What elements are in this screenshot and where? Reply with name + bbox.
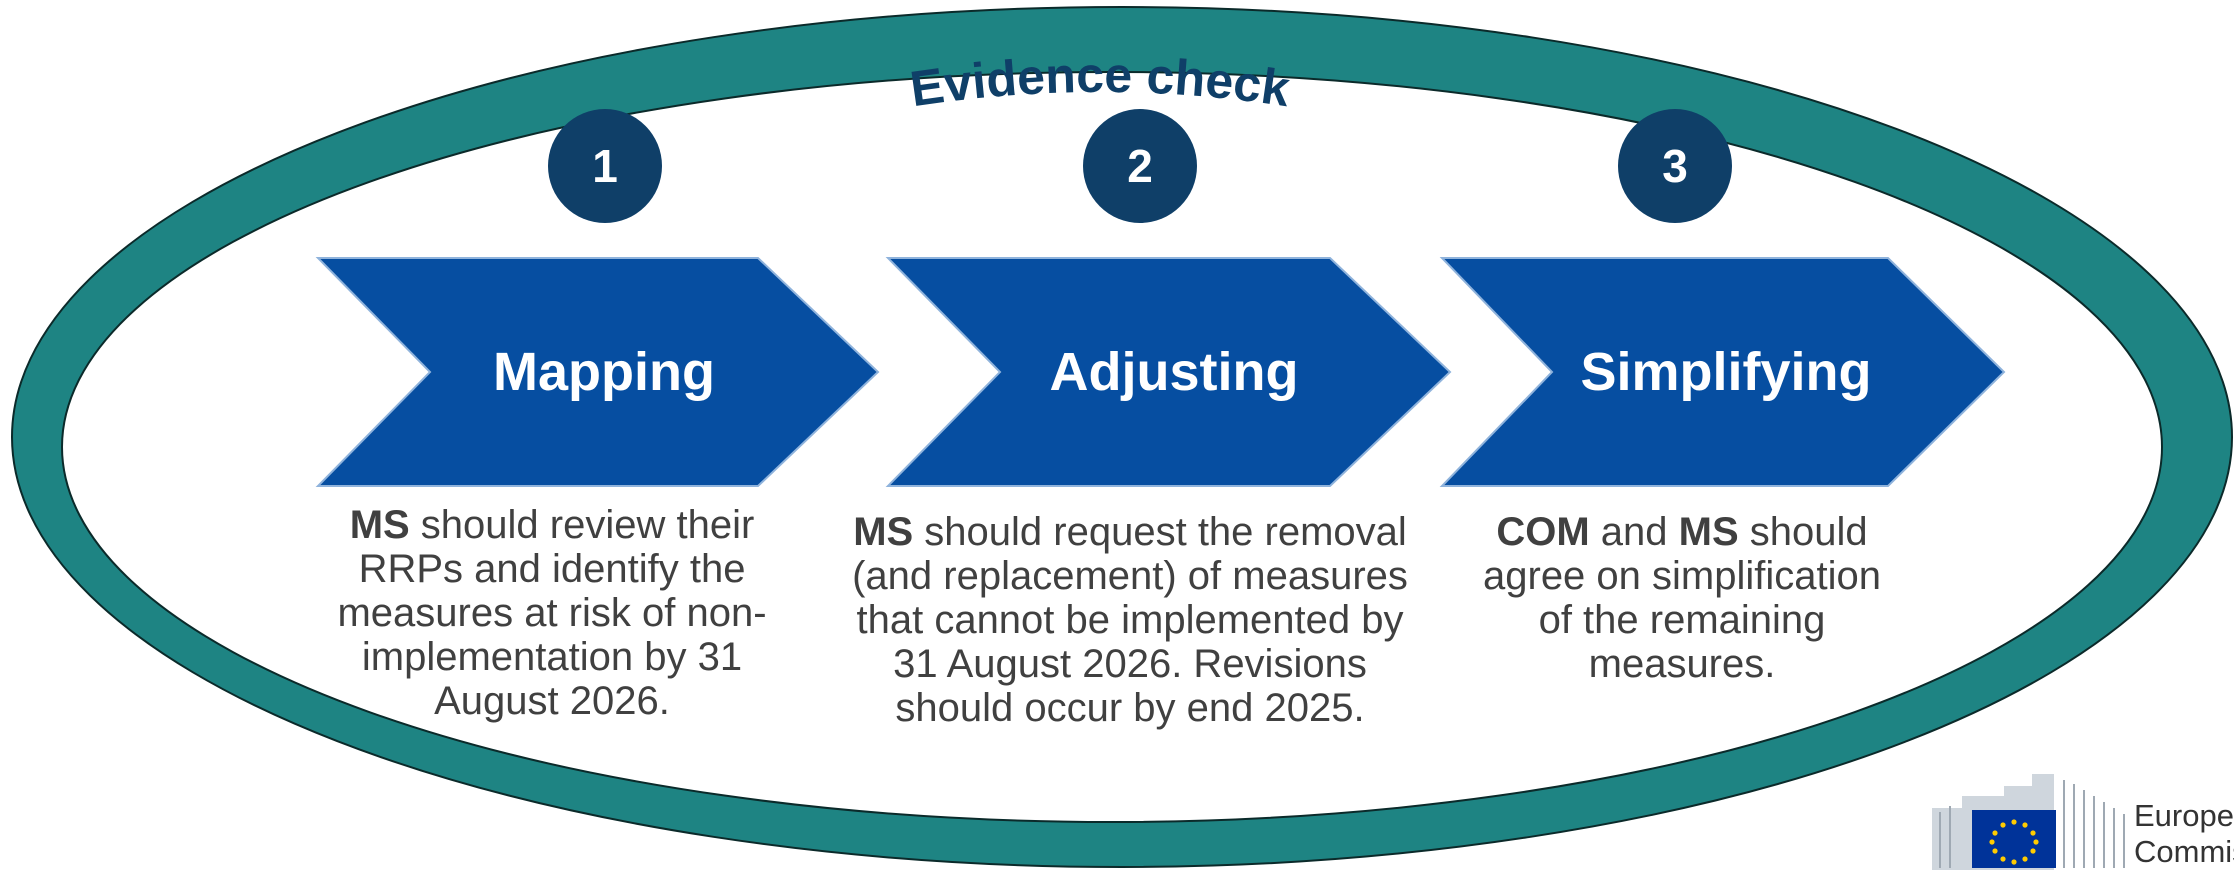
european-commission-logo-icon xyxy=(1932,774,2125,870)
step-2-description: MS should request the removal (and repla… xyxy=(830,510,1430,730)
step-2-label: Adjusting xyxy=(1049,342,1299,402)
step-1-label: Mapping xyxy=(493,342,715,402)
logo-line-1: Europea xyxy=(2134,798,2234,833)
step-3-description: COM and MS should agree on simplificatio… xyxy=(1462,510,1902,686)
step-1-description: MS should review their RRPs and identify… xyxy=(322,503,782,723)
step-3-actor-com: COM xyxy=(1496,510,1590,554)
step-3-chevron xyxy=(1439,257,2006,487)
logo-line-2: Commiss xyxy=(2134,834,2234,869)
step-2-actor: MS xyxy=(853,510,914,554)
step-2-text: should request the removal (and replacem… xyxy=(852,510,1408,730)
step-1-chevron xyxy=(315,257,880,487)
step-1-number: 1 xyxy=(548,109,662,223)
step-3-text: should agree on simplification of the re… xyxy=(1483,510,1881,686)
step-3-number: 3 xyxy=(1618,109,1732,223)
step-3-label: Simplifying xyxy=(1580,342,1872,402)
step-2-number: 2 xyxy=(1083,109,1197,223)
step-2-chevron xyxy=(885,257,1452,487)
step-3-actor-ms: MS xyxy=(1678,510,1739,554)
diagram-title: Evidence check xyxy=(907,47,1294,117)
step-1-text: should review their RRPs and identify th… xyxy=(337,503,767,723)
step-1-actor: MS xyxy=(349,503,410,547)
step-3-and: and xyxy=(1589,510,1679,554)
